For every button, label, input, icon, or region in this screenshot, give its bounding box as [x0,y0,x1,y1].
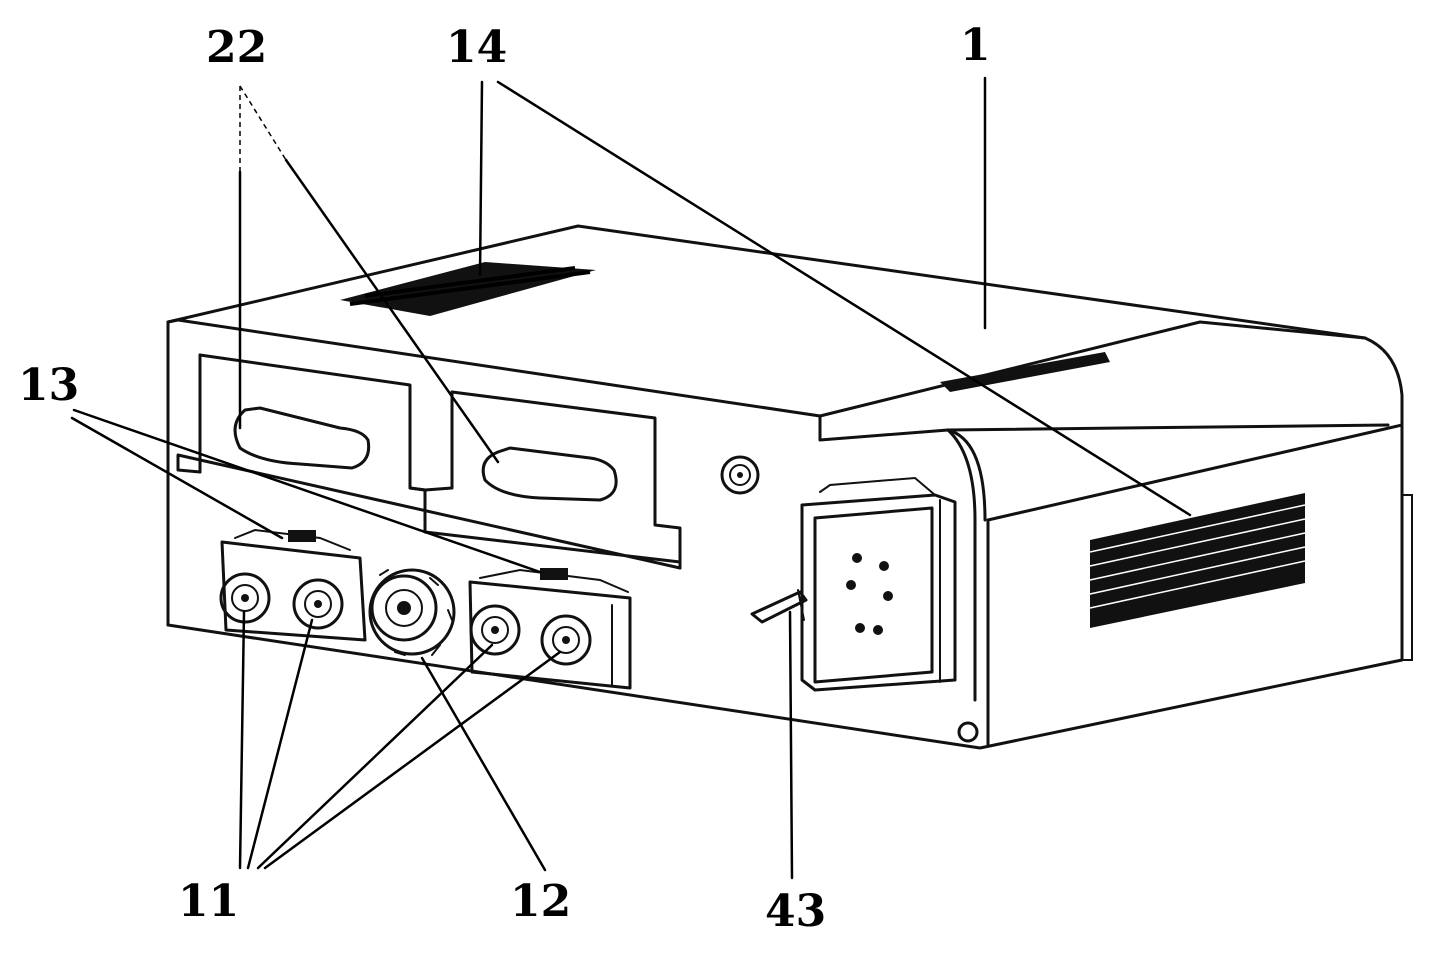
label-vent-grilles: 14 [446,22,507,73]
label-enclosure: 1 [960,20,991,71]
connector-4 [540,614,592,666]
side-connector [800,476,957,692]
front-panel-right [408,390,682,570]
top-vent-grille-right [940,352,1110,392]
indicator-screw [720,455,760,495]
connector-3 [469,604,521,656]
label-handles: 22 [206,22,267,73]
label-center-knob: 12 [510,876,571,927]
side-latch [750,589,808,624]
handle-left [233,406,371,470]
connector-2 [292,578,344,630]
handle-right [481,446,618,502]
label-side-connector: 43 [765,886,826,937]
center-knob [368,568,456,656]
bracket-left [220,528,367,642]
leader-lines [70,76,1192,880]
label-brackets: 13 [18,360,79,411]
bracket-right [468,568,632,690]
side-vent-grille [1089,493,1306,628]
top-vent-grille-left [340,262,596,316]
label-connectors: 11 [178,876,239,927]
